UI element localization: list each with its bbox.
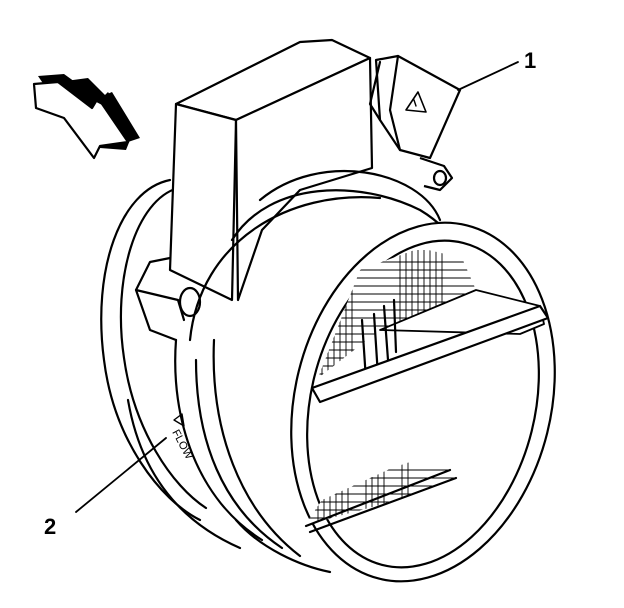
callout-1-label: 1 (524, 48, 536, 73)
callout-2-label: 2 (44, 514, 56, 539)
flow-direction-mark-icon (173, 413, 185, 427)
body-lower-edge (234, 518, 332, 574)
mounting-boss (178, 286, 202, 318)
body-ring-left-2 (194, 358, 284, 550)
rear-flange-inner (119, 186, 208, 510)
airflow-direction-arrow-icon (32, 74, 140, 160)
inlet-ring-inner (306, 239, 540, 569)
warning-triangle-icon (405, 91, 427, 113)
callout-1: 1 (457, 48, 536, 91)
callout-2: 2 (44, 437, 167, 539)
electrical-connector (368, 54, 462, 192)
body-ring-left-1 (174, 338, 264, 542)
body-ring-outer (258, 170, 442, 222)
flow-mark-text: FLOW (169, 428, 195, 462)
flow-divider-bar (310, 304, 550, 404)
rear-flange (100, 178, 202, 522)
body-ring-3 (188, 196, 382, 342)
body-ring-left-3 (212, 338, 302, 558)
sensor-module-housing (134, 38, 374, 342)
rear-flange-bottom (126, 398, 242, 550)
